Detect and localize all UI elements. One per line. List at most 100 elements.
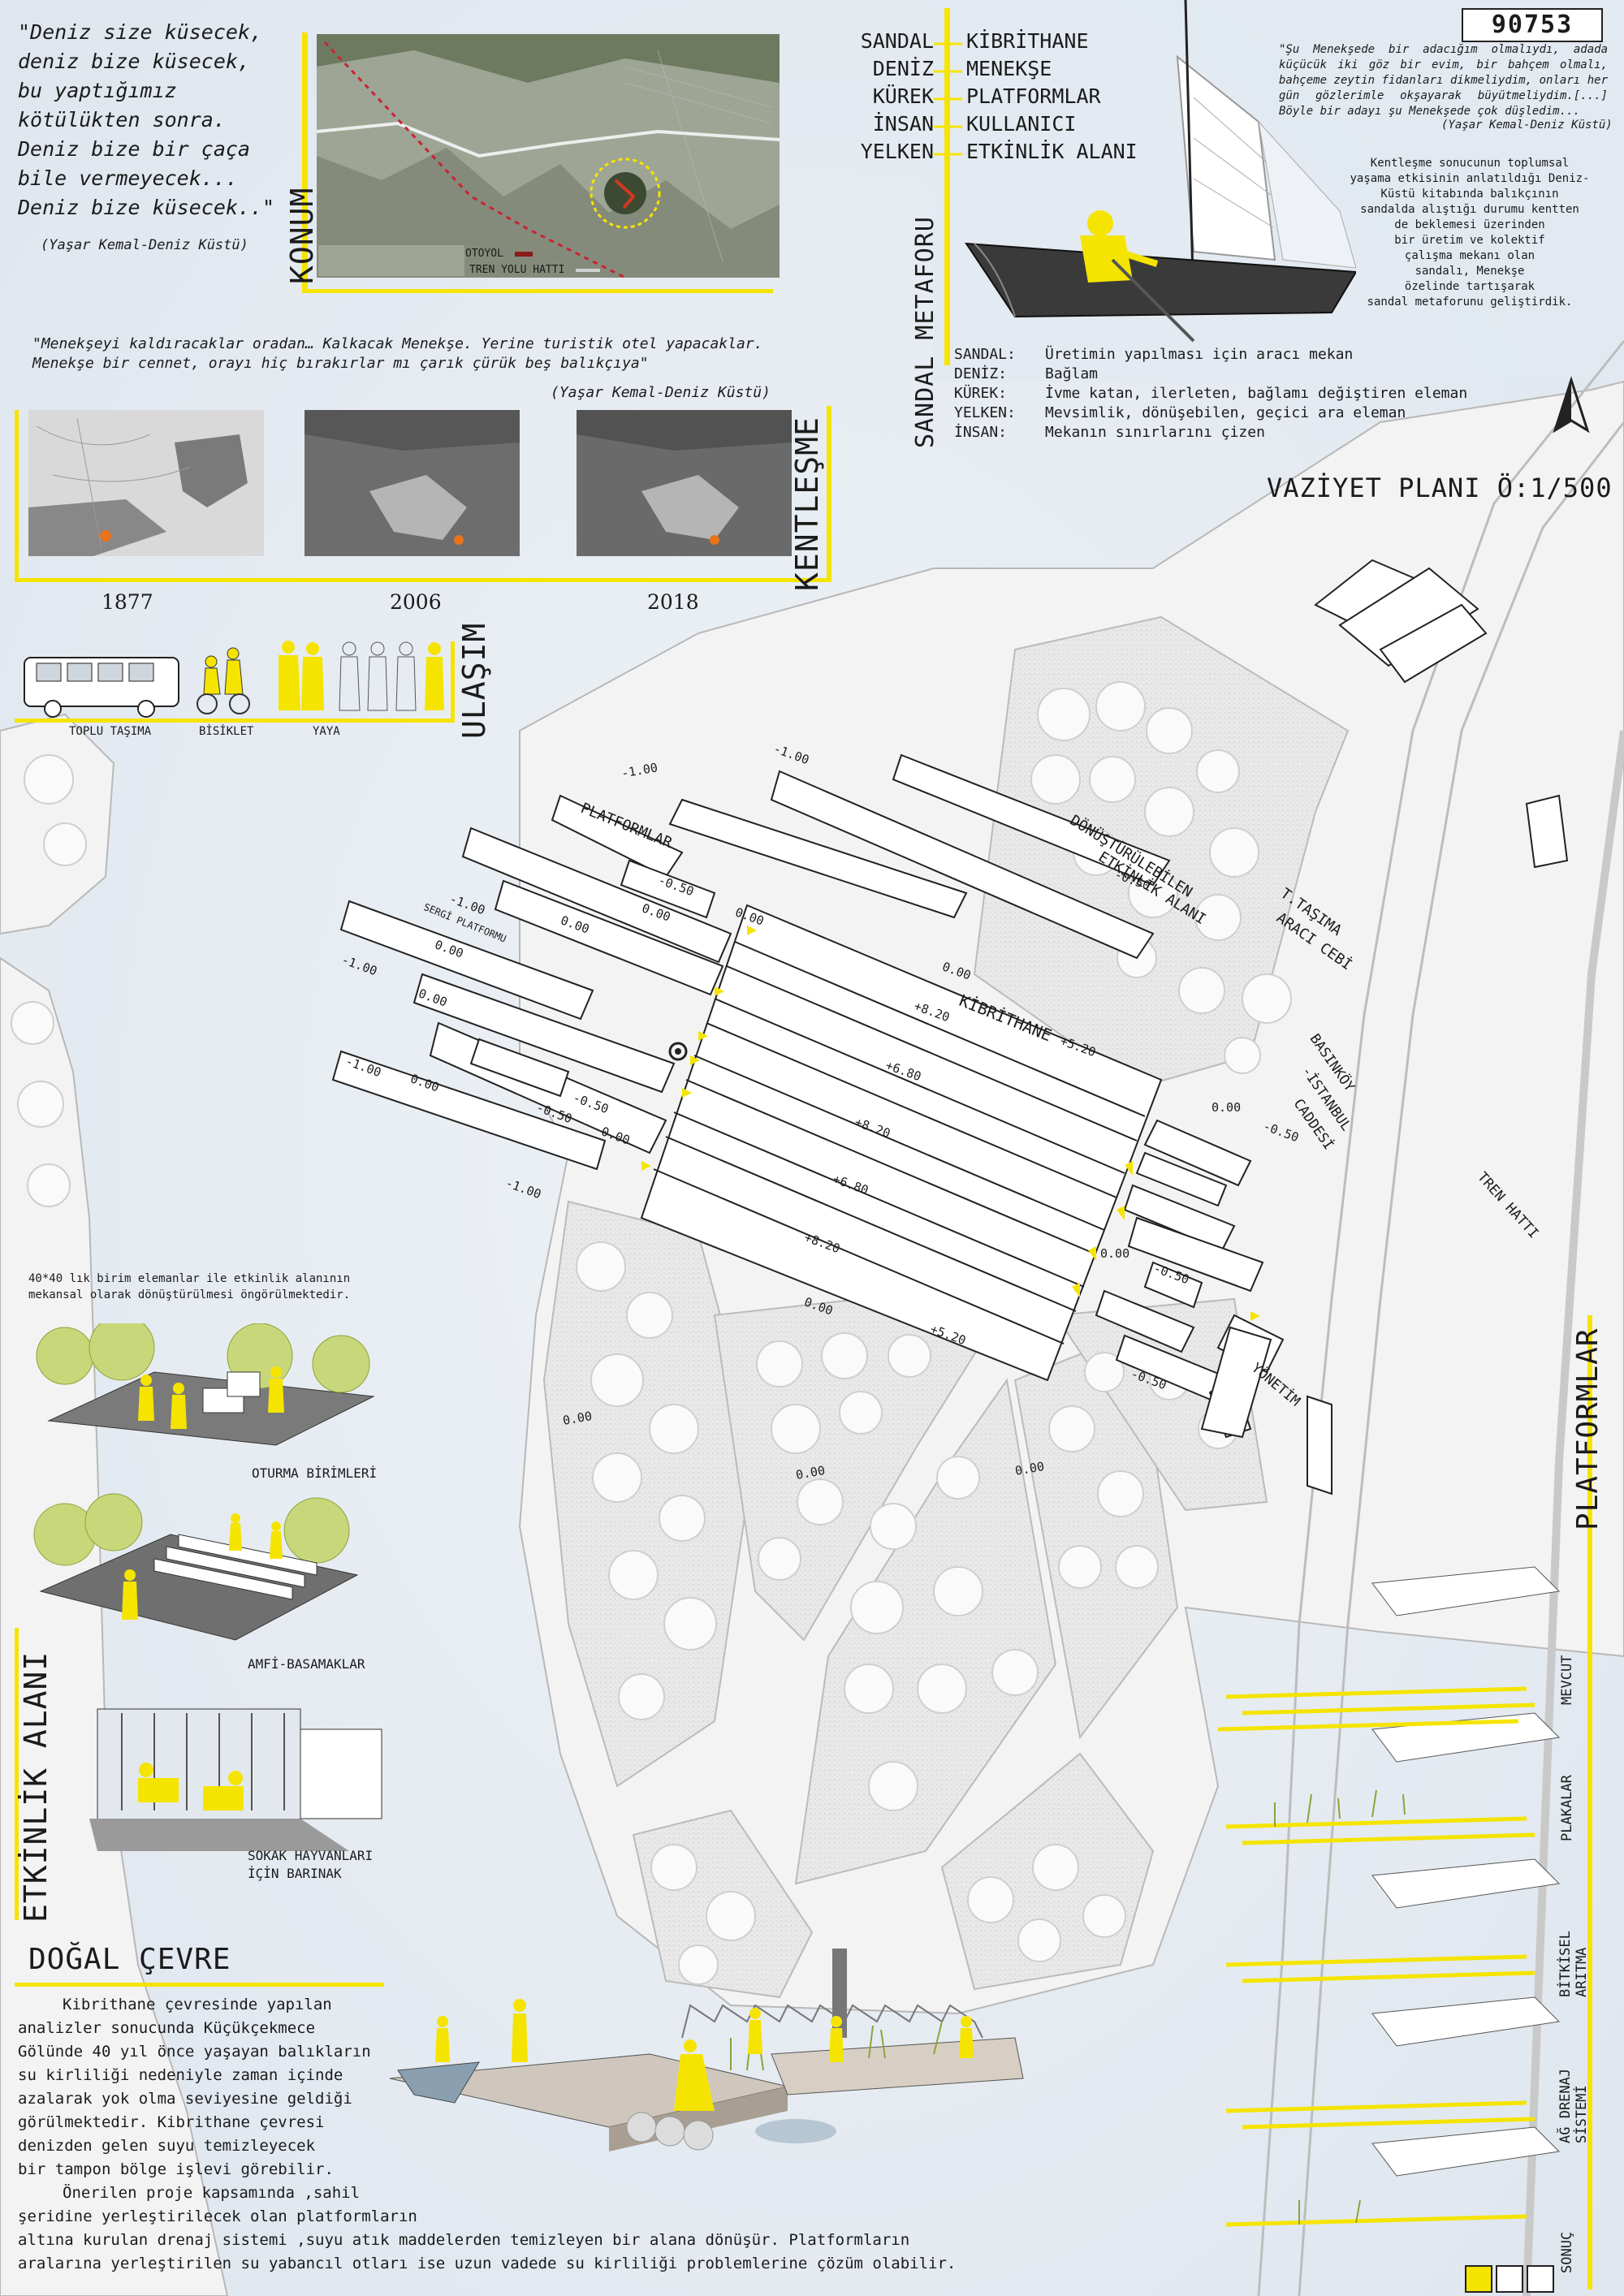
quote-source: (Yaşar Kemal-Deniz Küstü) <box>41 237 248 253</box>
def-text: İvme katan, ilerleten, bağlamı değiştire… <box>1045 385 1468 402</box>
text-line: aralarına yerleştirilen su yabancıl otla… <box>18 2255 957 2272</box>
dogal-cevre-underline <box>15 1983 384 1987</box>
page-indicator-active <box>1465 2265 1492 2293</box>
def-row: İNSAN:Mekanın sınırlarını çizen <box>954 423 1467 442</box>
page-indicator <box>1496 2265 1523 2293</box>
metafor-definitions: SANDAL: Üretimin yapılması için aracı mek… <box>954 345 1467 442</box>
text-line: altına kurulan drenaj sistemi ,suyu atık… <box>18 2231 910 2249</box>
def-term: KÜREK: <box>954 385 1008 402</box>
word: KULLANICI <box>966 112 1077 136</box>
text-line: bir üretim ve kolektif <box>1394 234 1545 247</box>
amfi-basamaklar-label: AMFİ-BASAMAKLAR <box>248 1656 365 1672</box>
text-line: Kentleşme sonucunun toplumsal <box>1370 157 1570 170</box>
map-1877 <box>28 410 264 556</box>
dogal-cevre-text: Kibrithane çevresinde yapılan analizler … <box>18 1993 992 2276</box>
ulasim-underline <box>15 719 453 723</box>
def-text: Mekanın sınırlarını çizen <box>1045 424 1265 441</box>
def-term: SANDAL: <box>954 346 1016 363</box>
text-line: sandalı, Menekşe <box>1415 265 1525 278</box>
text-line: su kirliliği nedeniyle zaman içinde <box>18 2066 343 2084</box>
menekse-quote-source: (Yaşar Kemal-Deniz Küstü) <box>1441 119 1613 132</box>
sandal-words-right: KİBRİTHANE MENEKŞE PLATFORMLAR KULLANICI… <box>966 28 1138 166</box>
text-line: Gölünde 40 yıl önce yaşayan balıkların <box>18 2043 371 2061</box>
text-line: Önerilen proje kapsamında ,sahil <box>63 2184 361 2202</box>
text-line: denizden gelen suyu temizleyecek <box>18 2137 316 2155</box>
quote-line: kötülükten sonra. <box>18 108 226 132</box>
year-1877: 1877 <box>102 590 153 614</box>
konum-title: KONUM <box>284 187 320 284</box>
elevation-label: 0.00 <box>1100 1246 1130 1261</box>
oturma-birimleri-label: OTURMA BİRİMLERİ <box>252 1465 378 1481</box>
transport-illustration <box>24 641 444 718</box>
map-2006 <box>304 410 520 556</box>
def-row: KÜREK: İvme katan, ilerleten, bağlamı değ… <box>954 384 1467 404</box>
etkinlik-alani-title: ETKİNLİK ALANI <box>18 1651 54 1923</box>
platformlar-side-title: PLATFORMLAR <box>1571 1327 1605 1530</box>
konum-underline <box>302 289 773 293</box>
vaziyet-plani-title: VAZİYET PLANI Ö:1/500 <box>1267 473 1613 503</box>
kibrithane-section-illustration <box>389 1949 1024 2151</box>
def-row: YELKEN:Mevsimlik, dönüşebilen, geçici ar… <box>954 404 1467 423</box>
word: İNSAN <box>872 112 934 136</box>
etkinlik-bar <box>15 1628 19 1920</box>
layer-mevcut-label: MEVCUT <box>1559 1655 1575 1705</box>
text-line: yaşama etkisinin anlatıldığı Deniz- <box>1350 172 1590 185</box>
def-term: DENİZ: <box>954 365 1008 382</box>
text-line: görülmektedir. Kibrithane çevresi <box>18 2113 325 2131</box>
seating-illustration <box>36 1323 375 1446</box>
boat-illustration <box>965 0 1356 343</box>
text-line: sandal metaforunu geliştirdik. <box>1367 296 1573 309</box>
def-text: Üretimin yapılması için aracı mekan <box>1045 346 1354 363</box>
quote-line: Deniz bize küsecek.." <box>18 196 275 219</box>
word: ETKİNLİK ALANI <box>966 140 1138 163</box>
kentlesme-right-bar <box>827 406 831 582</box>
kentlesme-quote: "Menekşeyi kaldıracaklar oradan… Kalkaca… <box>32 335 763 372</box>
legend-label: TREN YOLU HATTI <box>469 264 565 276</box>
layer-plakalar-label: PLAKALAR <box>1559 1775 1575 1841</box>
konum-legend-otoyol: OTOYOL <box>465 247 533 261</box>
word: YELKEN <box>860 140 934 163</box>
layer-bitkisel-label: BİTKİSEL ARITMA <box>1557 1931 1590 1997</box>
amfi-illustration <box>33 1493 359 1641</box>
legend-label: OTOYOL <box>465 248 503 260</box>
dogal-cevre-title: DOĞAL ÇEVRE <box>28 1943 231 1976</box>
word: KİBRİTHANE <box>966 29 1089 53</box>
barinak-illustration <box>89 1708 382 1851</box>
quote-line: bu yaptığımız <box>18 79 177 102</box>
page-indicator <box>1527 2265 1554 2293</box>
layer-sonuc-label: SONUÇ <box>1559 2231 1575 2273</box>
konum-bar <box>302 32 308 292</box>
text-line: özelinde tartışarak <box>1404 280 1535 293</box>
def-text: Mevsimlik, dönüşebilen, geçici ara elema… <box>1045 404 1406 421</box>
text-line: bir tampon bölge işlevi görebilir. <box>18 2160 334 2178</box>
bisiklet-label: BİSİKLET <box>199 725 254 738</box>
sandal-bar <box>944 8 950 365</box>
text-line: Küstü kitabında balıkçının <box>1380 188 1559 201</box>
kentlesme-left-bar <box>15 410 19 582</box>
text-line: şeridine yerleştirilecek olan platformla… <box>18 2208 417 2225</box>
location-map <box>317 34 780 278</box>
word: PLATFORMLAR <box>966 84 1101 108</box>
def-text: Bağlam <box>1045 365 1099 382</box>
text-line: mekansal olarak dönüştürülmesi öngörülme… <box>28 1288 351 1301</box>
yasar-kemal-quote: "Deniz size küsecek, deniz bize küsecek,… <box>18 18 302 222</box>
quote-line: bile vermeyecek... <box>18 166 238 190</box>
kentlesme-quote-source: (Yaşar Kemal-Deniz Küstü) <box>551 384 771 401</box>
otoyol-swatch <box>514 251 533 257</box>
text-line: azalarak yok olma seviyesine geldiği <box>18 2090 352 2108</box>
konum-legend-tren: TREN YOLU HATTI <box>469 263 601 278</box>
text-line: analizler sonucunda Küçükçekmece <box>18 2019 316 2037</box>
word: DENİZ <box>872 57 934 80</box>
text-line: İÇİN BARINAK <box>248 1866 342 1881</box>
toplu-tasima-label: TOPLU TAŞIMA <box>69 725 152 738</box>
barinak-label: SOKAK HAYVANLARI İÇİN BARINAK <box>248 1847 373 1883</box>
project-number: 90753 <box>1462 8 1603 42</box>
ulasim-bar <box>451 641 455 723</box>
tren-swatch <box>576 268 601 272</box>
def-row: DENİZ: Bağlam <box>954 365 1467 384</box>
kentlesme-title: KENTLEŞME <box>789 416 825 591</box>
word: MENEKŞE <box>966 57 1052 80</box>
text-line: çalışma mekanı olan <box>1404 249 1535 262</box>
quote-line: deniz bize küsecek, <box>18 50 250 73</box>
